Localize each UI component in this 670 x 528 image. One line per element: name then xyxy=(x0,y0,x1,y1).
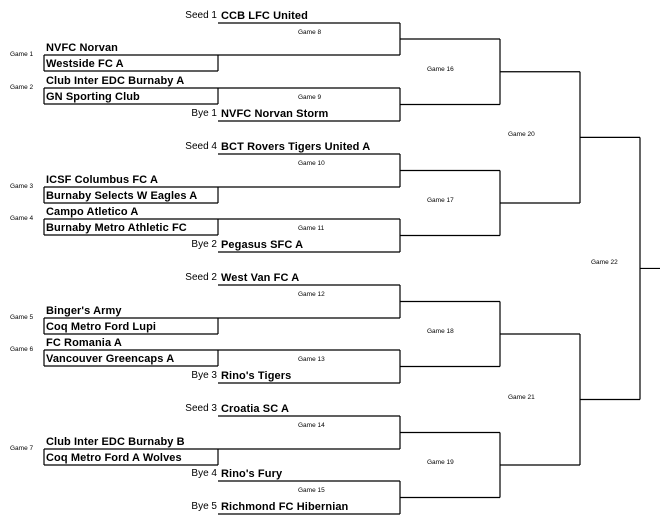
seed-label: Bye 4 xyxy=(191,468,217,479)
team-name: Burnaby Selects W Eagles A xyxy=(46,190,198,202)
game-label: Game 14 xyxy=(298,422,325,429)
seed-label: Seed 4 xyxy=(185,141,217,152)
first-round-game-label: Game 2 xyxy=(10,84,34,91)
game-label: Game 22 xyxy=(591,259,618,267)
team-name: NVFC Norvan Storm xyxy=(221,108,329,120)
game-label: Game 19 xyxy=(427,459,454,466)
team-name: NVFC Norvan xyxy=(46,42,118,54)
team-name: FC Romania A xyxy=(46,337,122,349)
seed-label: Seed 1 xyxy=(185,10,217,21)
team-name: Rino's Fury xyxy=(221,468,283,480)
team-name: Croatia SC A xyxy=(221,403,290,415)
team-name: BCT Rovers Tigers United A xyxy=(221,141,371,153)
team-name: Burnaby Metro Athletic FC xyxy=(46,222,187,234)
team-name: Coq Metro Ford Lupi xyxy=(46,321,157,333)
game-label: Game 13 xyxy=(298,356,325,363)
team-name: Club Inter EDC Burnaby A xyxy=(46,75,185,87)
first-round-game-label: Game 3 xyxy=(10,183,34,190)
team-name: Club Inter EDC Burnaby B xyxy=(46,436,185,448)
first-round-game-label: Game 7 xyxy=(10,445,34,452)
first-round-game-label: Game 4 xyxy=(10,215,34,222)
seed-label: Seed 3 xyxy=(185,403,217,414)
team-name: Richmond FC Hibernian xyxy=(221,501,349,513)
first-round-game-label: Game 6 xyxy=(10,346,34,353)
first-round-game-label: Game 1 xyxy=(10,51,34,58)
team-name: Vancouver Greencaps A xyxy=(46,353,175,365)
game-label: Game 18 xyxy=(427,328,454,335)
game-label: Game 12 xyxy=(298,291,325,298)
game-label: Game 9 xyxy=(298,94,322,101)
first-round-game-label: Game 5 xyxy=(10,314,34,321)
seed-label: Bye 5 xyxy=(191,501,217,512)
seed-label: Bye 2 xyxy=(191,239,217,250)
game-label: Game 10 xyxy=(298,160,325,167)
team-name: GN Sporting Club xyxy=(46,91,140,103)
game-label: Game 17 xyxy=(427,197,454,204)
team-name: West Van FC A xyxy=(221,272,300,284)
seed-label: Bye 1 xyxy=(191,108,217,119)
team-name: Rino's Tigers xyxy=(221,370,292,382)
team-name: Westside FC A xyxy=(46,58,124,70)
team-name: Campo Atletico A xyxy=(46,206,139,218)
game-label: Game 16 xyxy=(427,65,454,73)
game-label: Game 21 xyxy=(508,393,535,401)
team-name: CCB LFC United xyxy=(221,10,308,22)
seed-label: Bye 3 xyxy=(191,370,217,381)
team-name: Pegasus SFC A xyxy=(221,239,304,251)
team-name: ICSF Columbus FC A xyxy=(46,174,158,186)
seed-label: Seed 2 xyxy=(185,272,217,283)
game-label: Game 20 xyxy=(508,131,535,139)
team-name: Binger's Army xyxy=(46,305,122,317)
game-label: Game 11 xyxy=(298,225,325,232)
game-label: Game 8 xyxy=(298,29,322,36)
game-label: Game 15 xyxy=(298,487,325,494)
team-name: Coq Metro Ford A Wolves xyxy=(46,452,182,464)
